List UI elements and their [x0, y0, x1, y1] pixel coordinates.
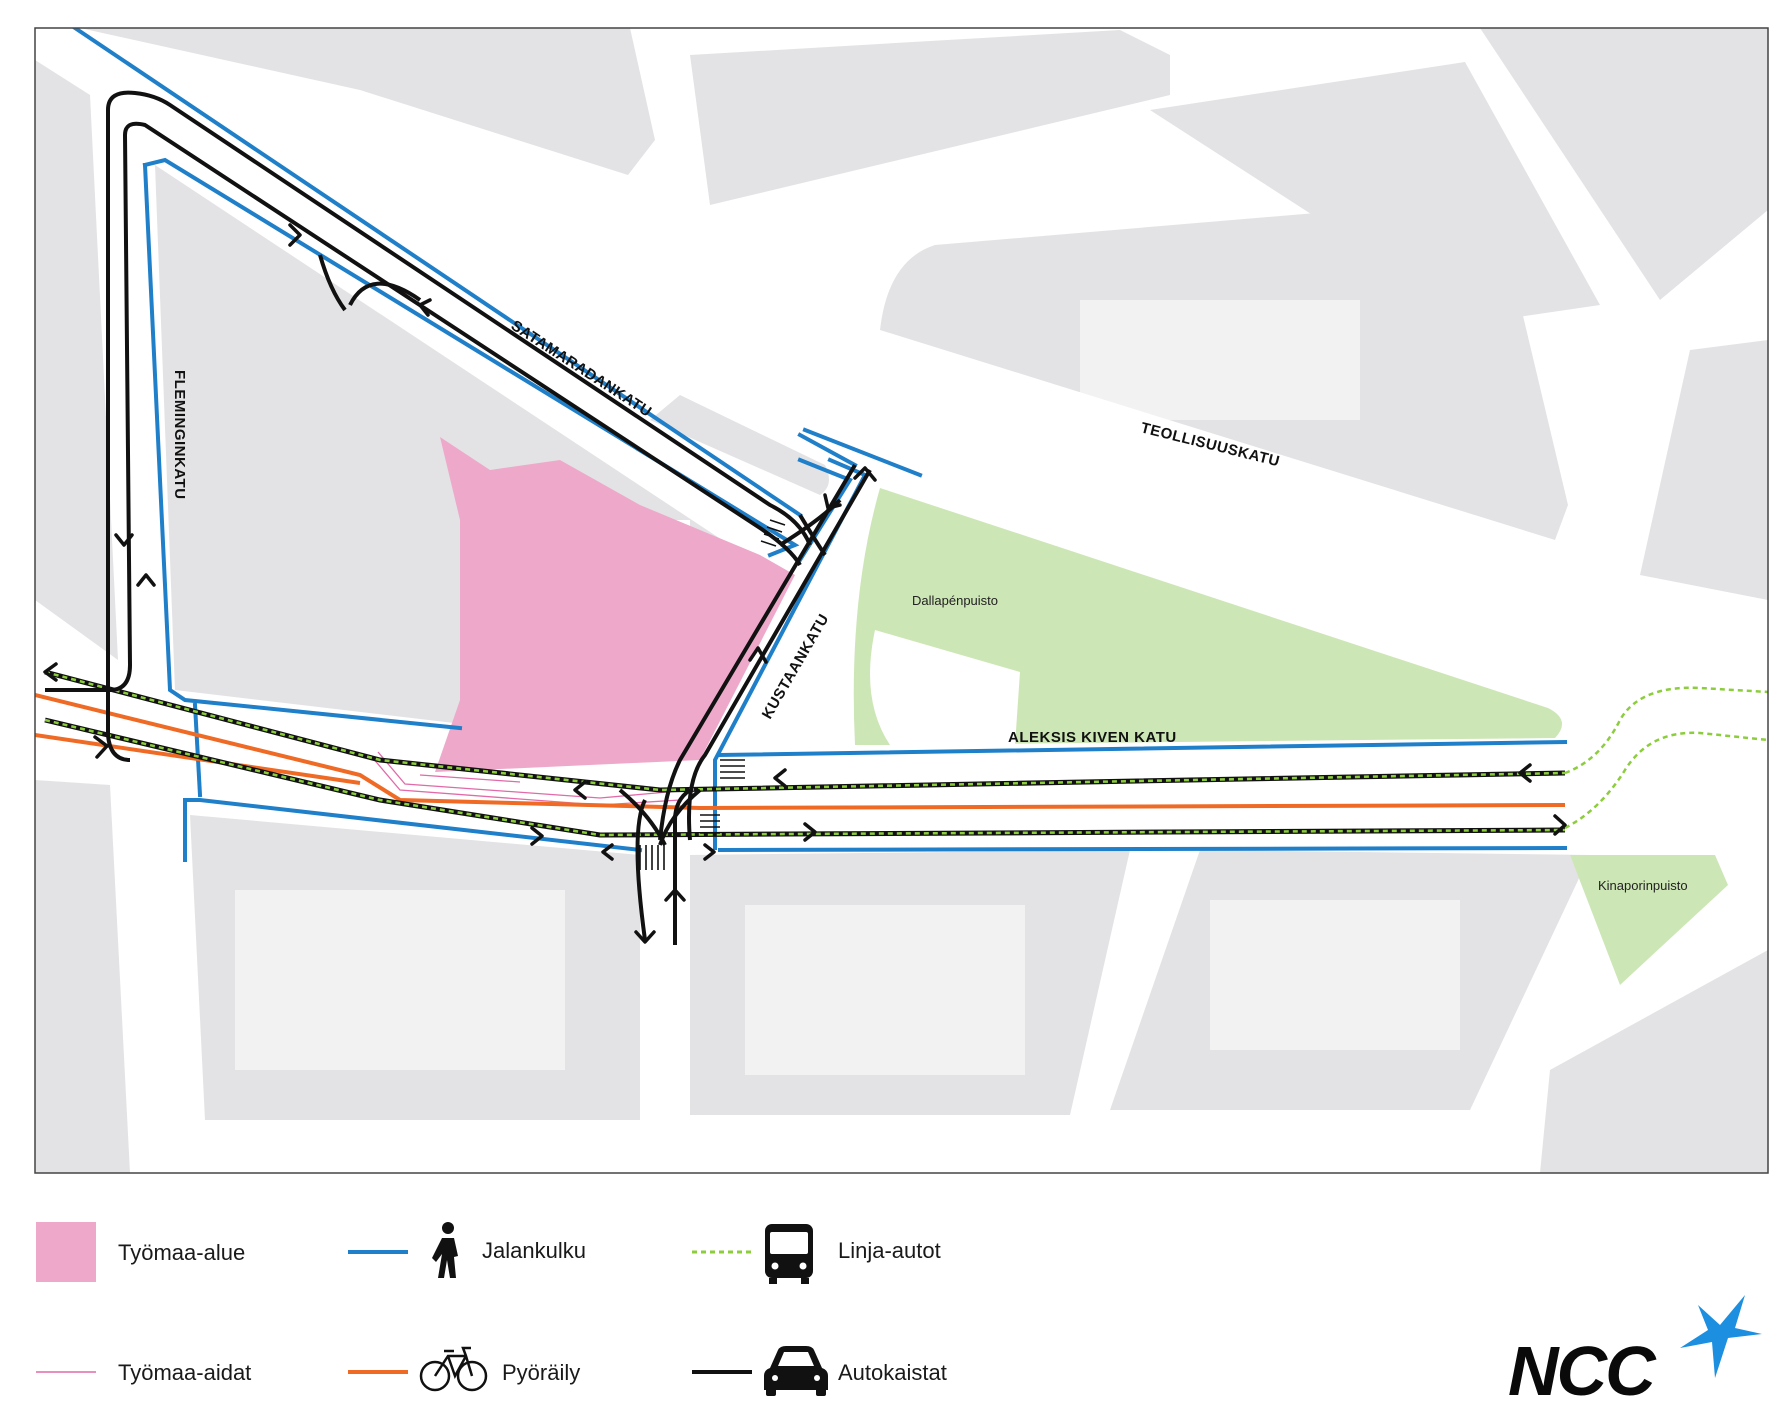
courtyard-white-4	[1210, 900, 1460, 1050]
car-lane-satama-outer	[106, 90, 812, 762]
fence-line-3	[419, 774, 521, 783]
legend-worksite-swatch	[36, 1222, 96, 1282]
map-area: SATAMARADANKATU TEOLLISUUSKATU FLEMINGIN…	[35, 28, 1768, 1173]
building-block-north-left	[80, 28, 655, 175]
legend-worksite-label: Työmaa-alue	[118, 1240, 245, 1265]
arrow-satama-1	[288, 223, 302, 247]
legend-bus-label: Linja-autot	[838, 1238, 941, 1263]
ncc-logo-text: NCC	[1508, 1332, 1657, 1410]
legend-cycling-label: Pyöräily	[502, 1360, 580, 1385]
pedestrian-fleming-south	[192, 702, 203, 798]
building-block-corner-small	[650, 395, 829, 495]
pedestrian-kustaankatu-west	[713, 457, 868, 850]
cycling-routes	[35, 693, 1566, 811]
courtyard-white-3	[745, 905, 1025, 1075]
bus-route-north-dots	[44, 670, 1566, 792]
crosswalk-kustaan-1	[720, 759, 745, 779]
park-label-kinaporinpuisto: Kinaporinpuisto	[1598, 878, 1688, 893]
arrow-west-1	[43, 662, 58, 682]
car-lane-junction-1	[798, 513, 827, 557]
direction-arrows	[43, 223, 1567, 944]
arrow-kustaan-top-up	[853, 466, 877, 482]
car-lane-junction-2	[778, 498, 842, 547]
arrow-west-4	[1518, 763, 1532, 783]
building-block-south-east	[1540, 950, 1768, 1173]
cycling-route-north	[35, 693, 1566, 811]
legend-car-label: Autokaistat	[838, 1360, 947, 1385]
bus-routes	[44, 669, 1768, 838]
pedestrian-satamaradankatu-north	[72, 28, 803, 518]
park-white-cutout	[870, 630, 1020, 745]
arrow-kustaan-down	[823, 493, 842, 510]
map-frame	[34, 27, 1769, 1174]
car-lane-satama-turn-2	[348, 281, 422, 306]
fence-line-2	[377, 751, 691, 799]
crosswalk-kustaan-2	[700, 814, 720, 834]
bus-route-south-dots	[44, 718, 1566, 837]
car-lanes	[45, 90, 872, 945]
arrow-south-up	[664, 888, 686, 902]
pedestrian-kustaankatu-north	[797, 432, 858, 468]
arrow-kustaan-up	[748, 646, 768, 664]
kinaporinpuisto-park	[1570, 855, 1728, 985]
arrow-south-side-2	[703, 843, 716, 861]
courtyard-white-2	[235, 890, 565, 1070]
arrow-east-1	[93, 735, 109, 759]
car-lane-south-exit-up	[673, 788, 692, 945]
car-icon	[764, 1346, 828, 1396]
building-block-west-bottom	[35, 780, 130, 1173]
building-block-east	[1640, 340, 1768, 600]
dallapenpuisto-park	[853, 488, 1563, 745]
pedestrian-kustaankatu-east-top	[802, 427, 923, 478]
pedestrian-south-west	[183, 798, 643, 862]
arrow-satama-2	[418, 298, 432, 317]
pedestrian-icon	[432, 1222, 458, 1278]
pedestrian-paths	[72, 28, 1568, 862]
cycling-route-south	[35, 733, 361, 785]
bus-icon	[765, 1224, 813, 1284]
car-lane-south-exit-down	[635, 799, 647, 941]
car-lane-kustaankatu-down	[658, 463, 857, 841]
arrow-east-2	[530, 826, 544, 846]
legend-pedestrian-label: Jalankulku	[482, 1238, 586, 1263]
arrow-fleming-down	[114, 533, 134, 547]
car-lane-satama-turn-1	[318, 254, 347, 312]
arrow-east-3	[803, 822, 817, 842]
pedestrian-satamaradankatu-south	[142, 157, 800, 558]
crosswalk-satama	[760, 519, 786, 547]
street-label-fleminginkatu: FLEMINGINKATU	[171, 370, 188, 500]
crosswalks	[639, 519, 786, 870]
courtyard-white-5	[1080, 300, 1360, 420]
legend-fence-label: Työmaa-aidat	[118, 1360, 251, 1385]
worksite-fences	[371, 751, 691, 806]
arrow-fleming-up	[136, 573, 156, 587]
pedestrian-fleminginkatu	[142, 162, 463, 731]
fence-line-1	[371, 756, 681, 806]
park-label-dallapenpuisto: Dallapénpuisto	[912, 593, 998, 608]
bus-route-east-1	[1564, 686, 1768, 775]
legend: Työmaa-alue Jalankulku Linja-autot Työma…	[36, 1222, 947, 1396]
arrow-west-3	[773, 768, 787, 788]
building-block-west-top	[35, 60, 118, 660]
worksite-area	[435, 437, 795, 772]
arrow-south-down	[634, 930, 656, 944]
crosswalk-south	[639, 845, 665, 870]
bus-route-east-2	[1564, 731, 1768, 830]
car-lane-crossing-2	[658, 788, 702, 846]
arrow-west-2	[573, 780, 587, 800]
arrow-east-4	[1553, 814, 1567, 836]
star-icon	[1680, 1295, 1762, 1378]
pedestrian-south-east	[717, 845, 1568, 853]
building-block-north-mid	[690, 30, 1170, 205]
bicycle-icon	[419, 1346, 488, 1392]
building-block-northeast	[1480, 28, 1768, 300]
car-lane-kustaankatu-up	[687, 468, 872, 841]
street-label-aleksis-kiven-katu: ALEKSIS KIVEN KATU	[1008, 729, 1177, 746]
ncc-logo: NCC	[1508, 1295, 1762, 1410]
arrow-south-side-1	[601, 843, 614, 861]
pedestrian-aleksis-north	[717, 739, 1568, 758]
